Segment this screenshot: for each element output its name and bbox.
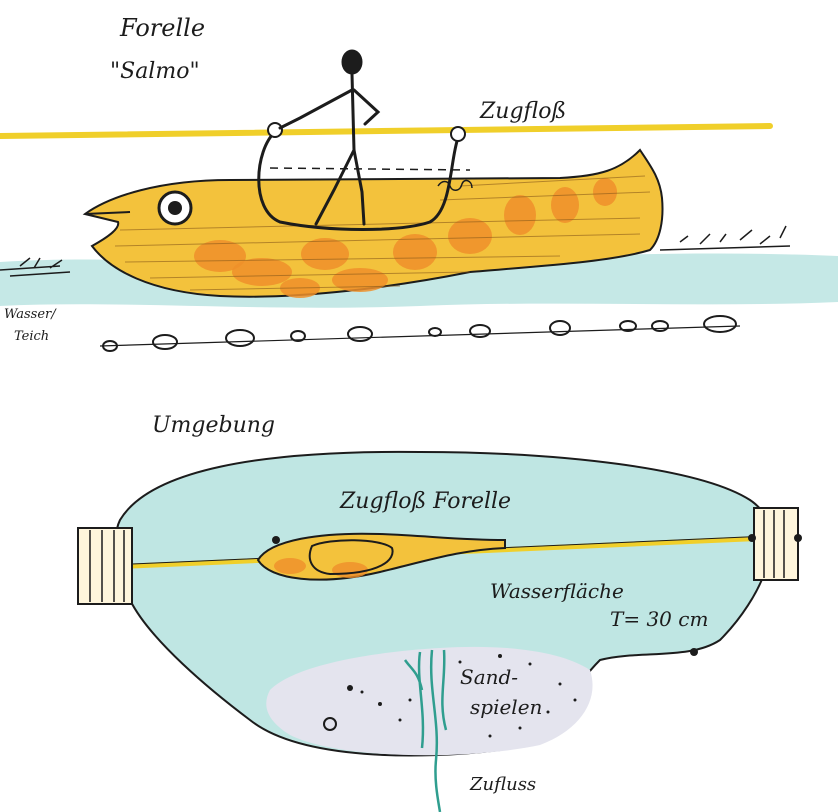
label-spielen: spielen xyxy=(470,695,542,719)
title-line-2: "Salmo" xyxy=(110,59,200,84)
fish-spot xyxy=(301,238,349,270)
fish-pupil xyxy=(168,201,182,215)
fish-spot xyxy=(448,218,492,254)
label-zugfloss: Zugfloß xyxy=(479,99,566,124)
label-teich: Teich xyxy=(14,329,49,344)
label-depth: T= 30 cm xyxy=(610,607,708,631)
label-zugfloss-forelle: Zugfloß Forelle xyxy=(339,489,511,514)
label-umgebung: Umgebung xyxy=(152,413,275,438)
rope-ring xyxy=(268,123,282,137)
label-wasser: Wasser/ xyxy=(4,307,57,322)
corner-post xyxy=(690,648,698,656)
figure-head xyxy=(343,51,361,73)
fish-spot xyxy=(504,195,536,235)
label-zufluss: Zufluss xyxy=(469,774,536,795)
fish-spot xyxy=(593,178,617,206)
pull-rope xyxy=(0,126,770,136)
waterline-dash xyxy=(270,168,470,170)
plan-view: Umgebung Zugfloß Forelle Wasserfläche T=… xyxy=(78,413,802,812)
dock-right xyxy=(748,508,802,580)
dock-left xyxy=(78,528,132,604)
rope-ring xyxy=(451,127,465,141)
fish-spot xyxy=(551,187,579,223)
pond-bottom-stones xyxy=(100,316,740,351)
side-view: Forelle "Salmo" Zugfloß Wasser/ Teich xyxy=(0,14,838,351)
fish-spot xyxy=(332,268,388,292)
label-wasserflaeche: Wasserfläche xyxy=(490,579,624,603)
title-line-1: Forelle xyxy=(119,14,205,42)
fish-spot xyxy=(232,258,292,286)
label-sand: Sand- xyxy=(460,665,518,689)
